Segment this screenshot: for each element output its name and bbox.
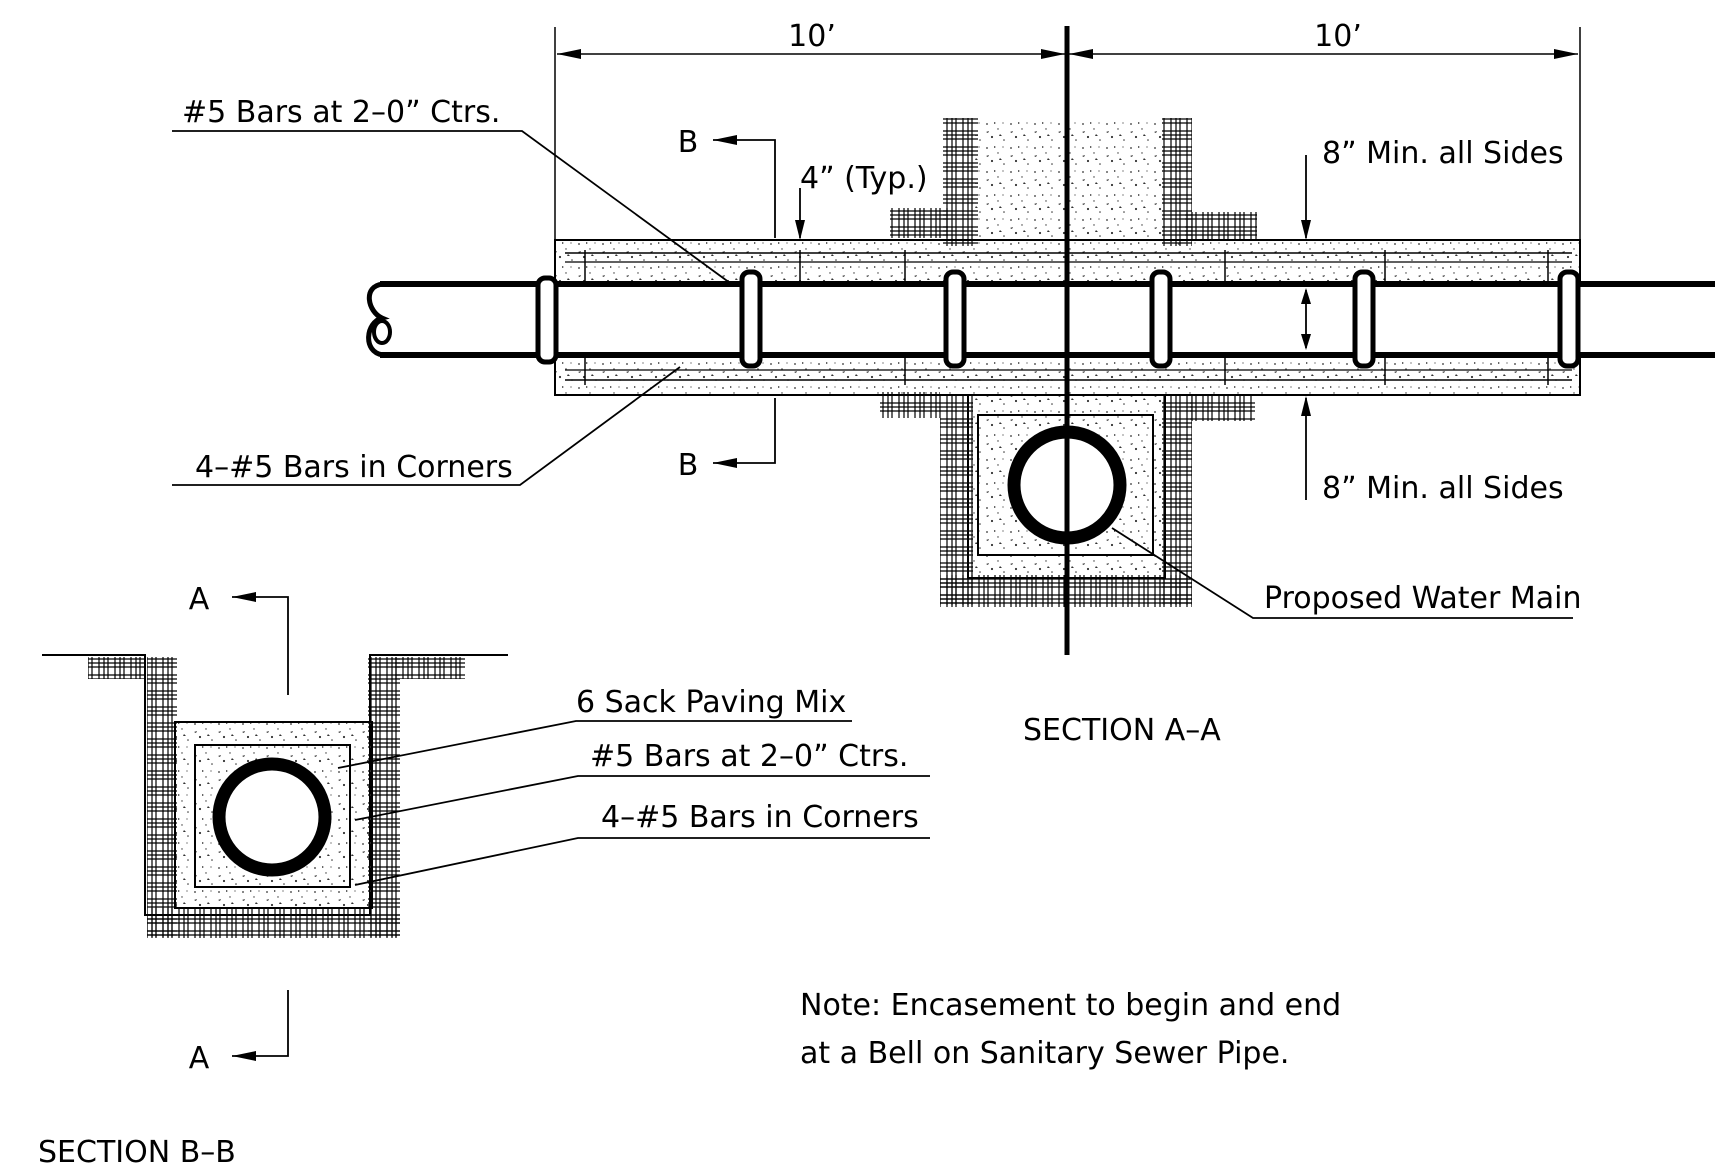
leader-arrow bbox=[795, 220, 805, 240]
soil-hatch-upper bbox=[943, 118, 978, 246]
pipe-bell bbox=[1557, 269, 1581, 369]
leader-corners-b bbox=[354, 837, 930, 886]
section-cut-b-bottom bbox=[713, 398, 776, 464]
label-bars-b: #5 Bars at 2–0” Ctrs. bbox=[590, 739, 908, 774]
label-corners-top: 4–#5 Bars in Corners bbox=[195, 450, 513, 485]
leader-arrow bbox=[1301, 288, 1311, 350]
section-a-a-view: 10’ 10’ B B #5 Bars at 2–0” Ctrs. 4” (Ty… bbox=[172, 19, 1715, 748]
soil-hatch bbox=[147, 908, 400, 938]
section-cut-arrow bbox=[232, 592, 256, 602]
soil-hatch-upper bbox=[890, 208, 948, 238]
leader-arrow bbox=[1301, 220, 1311, 240]
soil-hatch bbox=[395, 657, 465, 679]
pipe-break-end bbox=[372, 319, 392, 345]
section-marker-a-top: A bbox=[189, 582, 210, 617]
soil-hatch bbox=[368, 657, 400, 937]
trench-concrete-fill bbox=[975, 118, 1165, 240]
section-cut-a-bottom bbox=[232, 990, 289, 1057]
label-corners-b: 4–#5 Bars in Corners bbox=[601, 800, 919, 835]
pipe-break-end bbox=[366, 281, 390, 358]
section-cut-arrow bbox=[713, 135, 737, 145]
label-bars-top: #5 Bars at 2–0” Ctrs. bbox=[182, 95, 500, 130]
pipe-bell bbox=[739, 269, 763, 369]
dimension-left-label: 10’ bbox=[788, 19, 836, 54]
pipe-section-b bbox=[212, 757, 332, 877]
section-marker-b-top: B bbox=[678, 125, 699, 160]
leader-bars-b bbox=[354, 775, 930, 821]
soil-hatch bbox=[88, 657, 145, 679]
leader-corners-top bbox=[172, 366, 681, 486]
label-min-top: 8” Min. all Sides bbox=[1322, 136, 1564, 171]
ground-line bbox=[42, 654, 508, 916]
soil-hatch-lower bbox=[1190, 395, 1255, 421]
leader-arrow bbox=[1301, 396, 1311, 416]
section-cut-arrow bbox=[713, 458, 737, 468]
soil-hatch-lower bbox=[880, 392, 940, 418]
label-typ: 4” (Typ.) bbox=[800, 161, 928, 196]
pipe-bell bbox=[943, 269, 967, 369]
label-water-main: Proposed Water Main bbox=[1264, 581, 1582, 616]
label-min-bottom: 8” Min. all Sides bbox=[1322, 471, 1564, 506]
label-paving-mix: 6 Sack Paving Mix bbox=[576, 685, 846, 720]
section-cut-a-top bbox=[232, 596, 289, 695]
title-section-b-b: SECTION B–B bbox=[38, 1135, 236, 1167]
leader-bars-top bbox=[172, 130, 731, 284]
leader-paving-mix bbox=[337, 720, 852, 769]
title-section-a-a: SECTION A–A bbox=[1023, 713, 1221, 748]
pipe-interior bbox=[370, 284, 1715, 355]
section-b-b-view: A A 6 Sack Paving Mix #5 Bars at 2–0” Ct… bbox=[38, 582, 930, 1167]
section-cut-arrow bbox=[232, 1051, 256, 1061]
leader-water-main bbox=[1111, 527, 1573, 619]
soil-hatch-upper bbox=[1185, 212, 1257, 240]
soil-hatch-lower bbox=[1162, 395, 1192, 605]
rebar-cage-b bbox=[194, 744, 351, 888]
dimension-right-label: 10’ bbox=[1314, 19, 1362, 54]
note-line-2: at a Bell on Sanitary Sewer Pipe. bbox=[800, 1036, 1289, 1071]
pipe-bell bbox=[1149, 269, 1173, 369]
section-marker-b-bottom: B bbox=[678, 448, 699, 483]
pipe-bell bbox=[535, 275, 559, 365]
section-cut-b-top bbox=[713, 139, 776, 238]
pipe-bell bbox=[1352, 269, 1376, 369]
soil-hatch bbox=[147, 657, 177, 937]
section-marker-a-bottom: A bbox=[189, 1041, 210, 1076]
note-line-1: Note: Encasement to begin and end bbox=[800, 988, 1341, 1023]
